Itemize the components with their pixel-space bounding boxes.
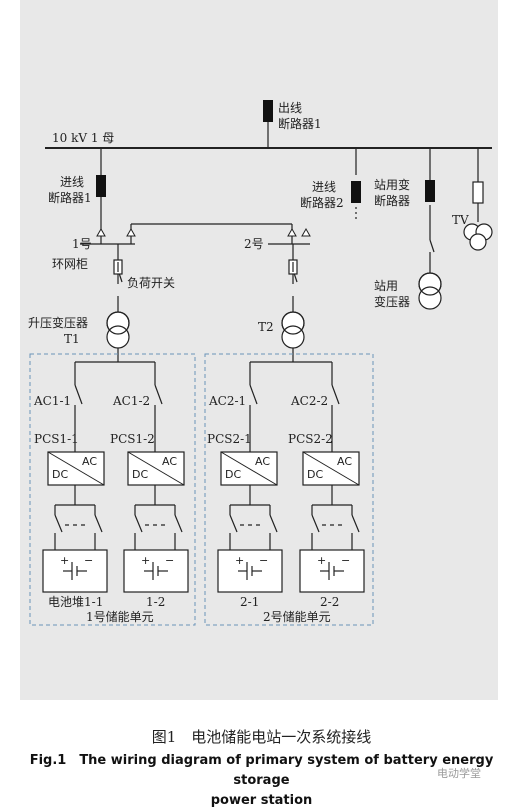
figure-caption-en-line2: power station xyxy=(210,793,313,808)
t2-winding-lower xyxy=(281,325,305,349)
ac2-2-label: AC2-2 xyxy=(290,394,328,408)
incoming-breaker-2-symbol xyxy=(351,181,361,203)
station-breaker-label-2: 断路器 xyxy=(374,193,410,208)
storage-unit-1-box xyxy=(29,353,196,626)
pcs2-1-ac: AC xyxy=(255,455,270,468)
ring-main-1-label-1: 1号 xyxy=(72,237,92,251)
t1-winding-lower xyxy=(106,325,130,349)
bat2-2-minus: − xyxy=(341,554,350,567)
figure-caption-en: Fig.1 The wiring diagram of primary syst… xyxy=(0,751,523,811)
bus-label: 10 kV 1 母 xyxy=(52,131,114,145)
bat2-2-plus: + xyxy=(317,554,326,567)
pcs1-2-ac: AC xyxy=(162,455,177,468)
battery-1-2-box xyxy=(123,549,189,593)
bat2-1-minus: − xyxy=(259,554,268,567)
tv-fuse-symbol xyxy=(472,181,484,204)
battery-2-1-label: 2-1 xyxy=(240,595,259,609)
step-up-transformer-label-1: 升压变压器 xyxy=(28,315,88,330)
ring-main-terminal-2b xyxy=(301,227,311,237)
outgoing-breaker-symbol xyxy=(263,100,273,122)
station-transformer-lower xyxy=(418,286,442,310)
battery-2-1-box xyxy=(217,549,283,593)
tv-winding-c xyxy=(469,233,487,251)
bat1-1-minus: − xyxy=(84,554,93,567)
figure-caption-en-line1: Fig.1 The wiring diagram of primary syst… xyxy=(29,753,494,788)
unit-1-label: 1号储能单元 xyxy=(86,609,154,624)
ac1-1-label: AC1-1 xyxy=(33,394,71,408)
bat1-1-plus: + xyxy=(60,554,69,567)
bat2-1-plus: + xyxy=(235,554,244,567)
bat1-2-minus: − xyxy=(165,554,174,567)
pcs1-1-label: PCS1-1 xyxy=(34,432,79,446)
station-transformer-label-2: 变压器 xyxy=(374,294,410,309)
ring-main-terminal-1a xyxy=(96,227,106,237)
step-up-transformer-label-2: T1 xyxy=(64,332,80,346)
figure-caption-cn: 图1 电池储能电站一次系统接线 xyxy=(151,728,372,746)
ac1-2-label: AC1-2 xyxy=(112,394,150,408)
outgoing-breaker-label-1: 出线 xyxy=(278,101,302,115)
storage-unit-2-box xyxy=(204,353,374,626)
battery-1-2-label: 1-2 xyxy=(146,595,165,609)
station-breaker-symbol xyxy=(425,180,435,202)
tv-label: TV xyxy=(452,213,469,227)
pcs1-2-label: PCS1-2 xyxy=(110,432,155,446)
load-switch-label: 负荷开关 xyxy=(127,276,175,290)
bat1-2-plus: + xyxy=(141,554,150,567)
pcs2-2-dc: DC xyxy=(307,468,323,481)
pcs2-2-label: PCS2-2 xyxy=(288,432,333,446)
station-breaker-label-1: 站用变 xyxy=(374,177,410,192)
pcs2-1-label: PCS2-1 xyxy=(207,432,252,446)
ac2-1-label: AC2-1 xyxy=(208,394,246,408)
pcs1-1-ac: AC xyxy=(82,455,97,468)
ring-main-1-label-2: 环网柜 xyxy=(52,257,88,271)
incoming-breaker-2-label-1: 进线 xyxy=(312,180,336,194)
pcs1-2-dc: DC xyxy=(132,468,148,481)
ring-main-terminal-2a xyxy=(287,227,297,237)
battery-1-1-box xyxy=(42,549,108,593)
watermark: 电动学堂 xyxy=(437,767,481,780)
pcs1-1-dc: DC xyxy=(52,468,68,481)
pcs2-2-ac: AC xyxy=(337,455,352,468)
incoming-breaker-2-label-2: 断路器2 xyxy=(300,195,344,210)
pcs2-1-dc: DC xyxy=(225,468,241,481)
ring-main-2-label: 2号 xyxy=(244,237,264,251)
outgoing-breaker-label-2: 断路器1 xyxy=(278,116,322,131)
unit-2-label: 2号储能单元 xyxy=(263,609,331,624)
incoming-breaker-1-label-1: 进线 xyxy=(60,175,84,189)
battery-2-2-label: 2-2 xyxy=(320,595,339,609)
battery-2-2-box xyxy=(299,549,365,593)
incoming-breaker-1-label-2: 断路器1 xyxy=(48,190,92,205)
battery-1-1-label: 电池堆1-1 xyxy=(48,595,103,609)
station-transformer-label-1: 站用 xyxy=(374,279,398,293)
incoming-breaker-1-symbol xyxy=(96,175,106,197)
ring-main-terminal-1b xyxy=(126,227,136,237)
t2-label: T2 xyxy=(258,320,274,334)
